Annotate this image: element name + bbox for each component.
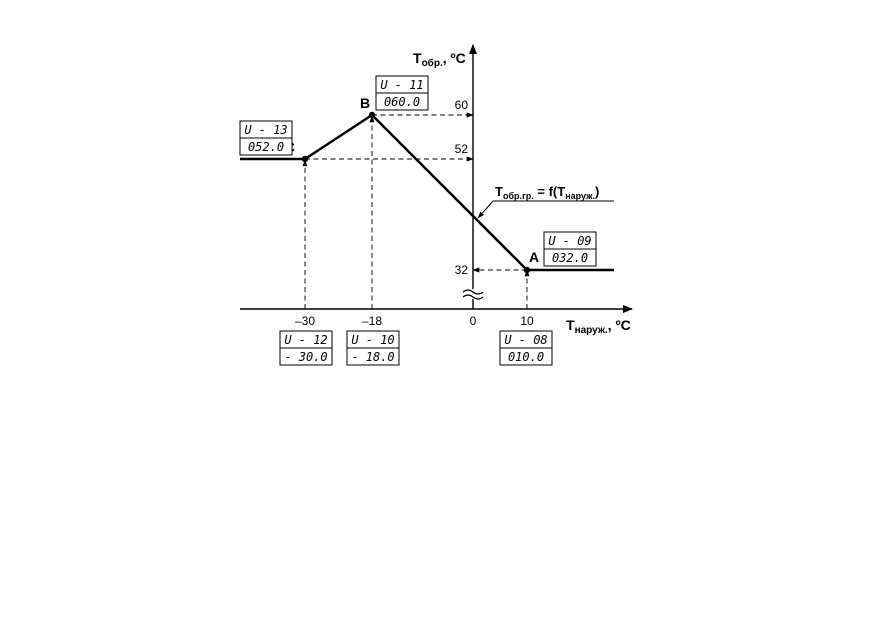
- x-axis-unit: , ºC: [608, 317, 631, 333]
- param-b-return-value: 060.0: [384, 95, 420, 109]
- y-axis-title: Tобр., ºC: [413, 50, 466, 69]
- x-axis-subscript: наруж.: [575, 325, 608, 336]
- function-label-leader: [477, 200, 614, 219]
- point-c-marker: [301, 155, 309, 163]
- function-label: Tобр.гр. = f(Tнаруж.): [495, 184, 599, 201]
- x-tick-label-10: 10: [520, 314, 534, 328]
- point-a-label: A: [529, 249, 539, 265]
- x-tick-label-minus-18: –18: [362, 314, 382, 328]
- param-box-b-outdoor: U - 10 - 18.0: [346, 330, 400, 366]
- point-b-label: B: [360, 95, 370, 111]
- param-c-return-value: 052.0: [248, 140, 284, 154]
- y-axis-break-mark: [462, 289, 484, 300]
- x-tick-label-minus-30: –30: [295, 314, 315, 328]
- param-b-outdoor-value: - 18.0: [351, 350, 394, 364]
- param-c-return-code: U - 13: [244, 123, 287, 137]
- param-a-outdoor-code: U - 08: [504, 333, 547, 347]
- param-a-outdoor-value: 010.0: [508, 350, 544, 364]
- point-b-marker: [368, 111, 376, 119]
- y-axis-unit: , ºC: [443, 50, 466, 66]
- param-b-outdoor-code: U - 10: [351, 333, 394, 347]
- param-a-return-code: U - 09: [548, 234, 591, 248]
- param-c-outdoor-code: U - 12: [284, 333, 327, 347]
- param-box-a-return: U - 09 032.0: [543, 231, 597, 267]
- y-tick-label-60: 60: [455, 98, 469, 112]
- y-axis-subscript: обр.: [422, 57, 443, 69]
- y-tick-label-32: 32: [455, 263, 469, 277]
- y-axis-symbol: T: [413, 50, 422, 66]
- param-box-c-outdoor: U - 12 - 30.0: [279, 330, 333, 366]
- x-tick-label-0: 0: [470, 314, 477, 328]
- param-c-outdoor-value: - 30.0: [284, 350, 327, 364]
- point-a-marker: [523, 266, 531, 274]
- param-b-return-code: U - 11: [380, 78, 423, 92]
- param-box-b-return: U - 11 060.0: [375, 75, 429, 111]
- param-box-a-outdoor: U - 08 010.0: [499, 330, 553, 366]
- x-axis-symbol: T: [566, 317, 575, 333]
- param-a-return-value: 032.0: [552, 251, 588, 265]
- x-axis-title: Tнаруж., ºC: [566, 317, 631, 336]
- y-tick-label-52: 52: [455, 142, 469, 156]
- param-box-c-return: U - 13 052.0: [239, 120, 293, 156]
